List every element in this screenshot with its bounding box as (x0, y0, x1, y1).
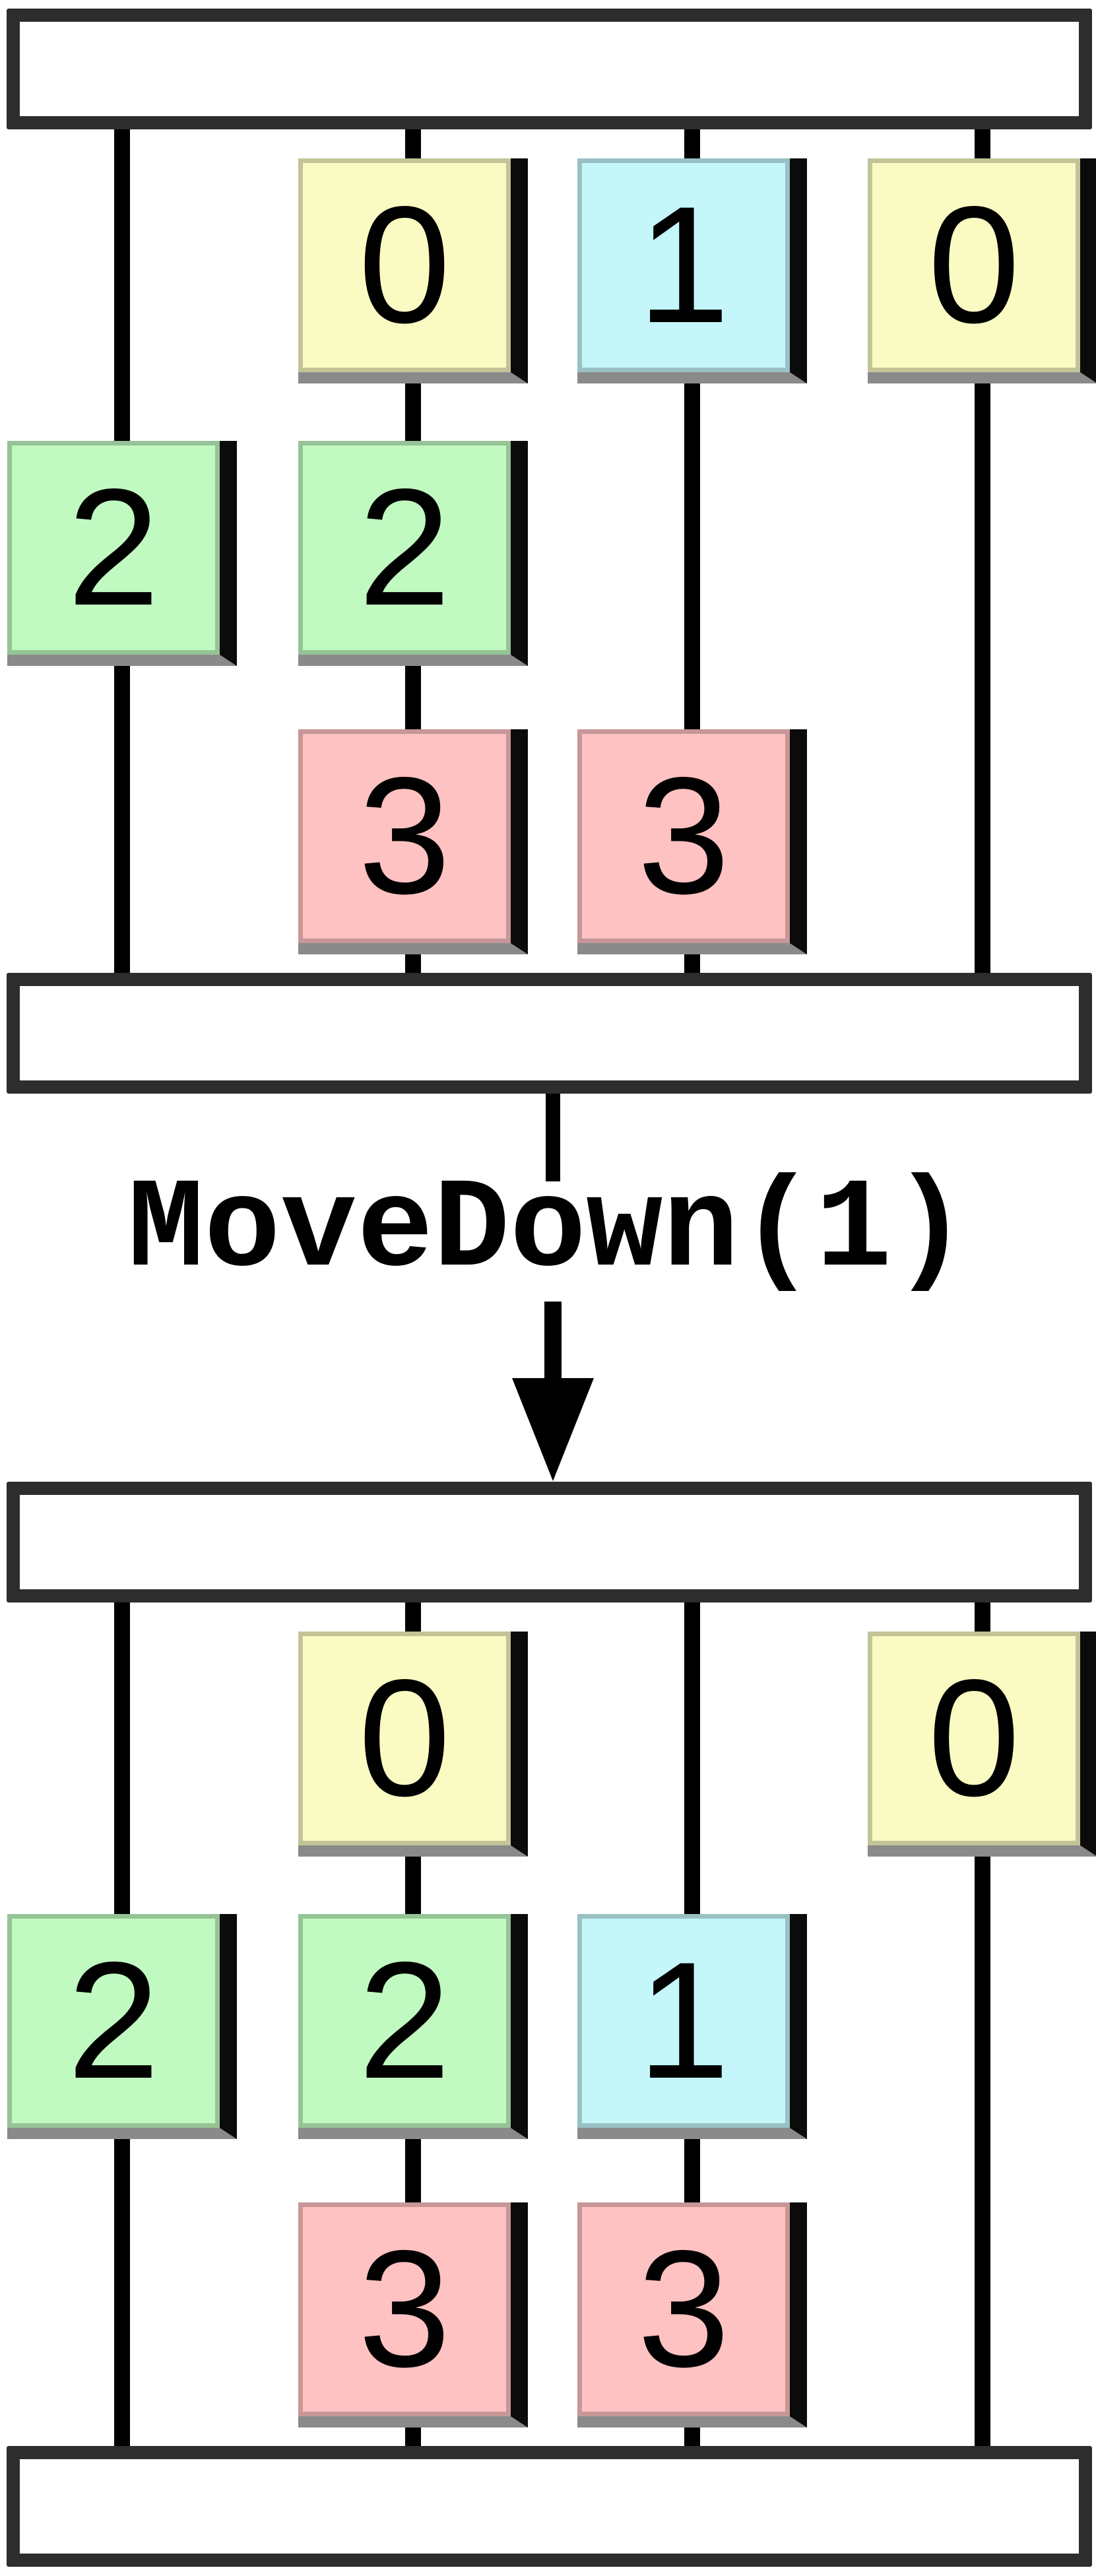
bead-green-2: 2 (7, 441, 237, 666)
bead-yellow-0: 0 (868, 158, 1096, 383)
abacus-after-top-bar (7, 1482, 1092, 1602)
bead-yellow-0: 0 (298, 158, 528, 383)
bead-cyan-1: 1 (577, 1914, 807, 2139)
arrow-shaft (544, 1302, 562, 1379)
bead-yellow-0: 0 (868, 1632, 1096, 1857)
bead-green-2: 2 (298, 1914, 528, 2139)
bead-pink-3: 3 (298, 729, 528, 954)
bead-cyan-1: 1 (577, 158, 807, 383)
operation-label: MoveDown(1) (127, 1158, 969, 1303)
bead-yellow-0: 0 (298, 1632, 528, 1857)
bead-pink-3: 3 (577, 729, 807, 954)
bead-green-2: 2 (7, 1914, 237, 2139)
abacus-after-bottom-bar (7, 2446, 1092, 2567)
bead-pink-3: 3 (577, 2202, 807, 2427)
abacus-before-bottom-bar (7, 973, 1092, 1094)
arrow-head (512, 1378, 594, 1481)
abacus-before-top-bar (7, 9, 1092, 129)
bead-pink-3: 3 (298, 2202, 528, 2427)
bead-green-2: 2 (298, 441, 528, 666)
connector-line (546, 1090, 560, 1181)
